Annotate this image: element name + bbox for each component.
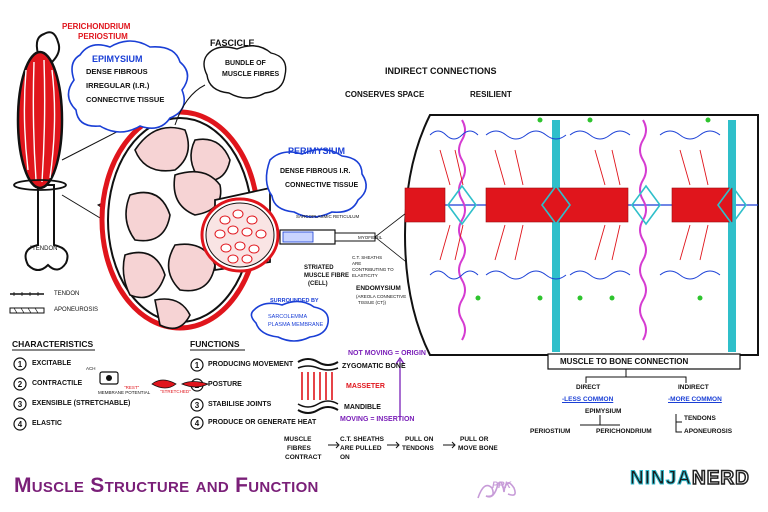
svg-text:1: 1 (195, 361, 200, 370)
function-2: POSTURE (208, 381, 242, 388)
signature: PRK (492, 480, 512, 490)
flow-step-1-a: MUSCLE (284, 436, 312, 443)
fascicle-desc-1: BUNDLE OF (225, 60, 266, 67)
direct-periostium: PERIOSTIUM (530, 428, 571, 435)
fascicle-cloud (203, 45, 287, 99)
characteristic-1: EXCITABLE (32, 360, 72, 367)
flow-step-4-a: PULL OR (460, 436, 489, 443)
direct-less-common: -LESS COMMON (562, 396, 614, 403)
label-sarcoplasmic-reticulum: SARCOPLASMIC RETICULUM (296, 214, 360, 219)
direct-perichondrium: PERICHONDRIUM (596, 428, 652, 435)
label-stretched: "STRETCHED" (160, 389, 191, 394)
label-striated-1: STRIATED (304, 265, 334, 271)
label-perichondrium: PERICHONDRIUM (62, 22, 131, 31)
svg-text:2: 2 (18, 380, 23, 389)
label-ct-sheaths-3: CONTRIBUTING TO (352, 267, 394, 272)
flow-step-4-b: MOVE BONE (458, 445, 498, 452)
label-zygomatic-bone: ZYGOMATIC BONE (342, 363, 406, 370)
legend-aponeurosis-label: APONEUROSIS (54, 307, 99, 313)
svg-text:4: 4 (18, 420, 23, 429)
indirect-more-common: -MORE COMMON (668, 396, 722, 403)
masseter-diagram (297, 356, 405, 420)
functions-title: FUNCTIONS (190, 339, 240, 349)
label-rest: "REST" (124, 385, 140, 390)
fascicle-desc-2: MUSCLE FIBRES (222, 71, 280, 78)
perimysium-desc-1: DENSE FIBROUS I.R. (280, 168, 351, 175)
bone-connection-panel (547, 353, 741, 433)
flow-step-2-b: ARE PULLED (340, 445, 382, 452)
epimysium-title: EPIMYSIUM (92, 54, 143, 64)
label-mandible: MANDIBLE (344, 404, 381, 411)
label-surrounded-by: SURROUNDED BY (270, 298, 319, 304)
perimysium-title: PERIMYSIUM (288, 146, 346, 156)
label-tendon-quote: "TENDON" (30, 246, 60, 252)
label-resilient: RESILIENT (470, 90, 512, 99)
direct-via-epimysium: EPIMYSIUM (585, 408, 622, 415)
svg-text:4: 4 (195, 419, 200, 428)
endomysium-title: ENDOMYSIUM (356, 285, 401, 292)
label-not-moving-origin: NOT MOVING = ORIGIN (348, 350, 426, 357)
label-ct-sheaths-4: ELASTICITY (352, 273, 378, 278)
characteristics-title: CHARACTERISTICS (12, 339, 94, 349)
flow-step-3-b: TENDONS (402, 445, 434, 452)
label-striated-3: (CELL) (308, 281, 328, 287)
label-clouds (67, 40, 367, 342)
fascicle-illustration (200, 186, 411, 273)
label-periostium: PERIOSTIUM (78, 32, 128, 41)
indirect-connections-title: INDIRECT CONNECTIONS (385, 66, 497, 76)
label-masseter: MASSETER (346, 383, 385, 390)
svg-text:3: 3 (195, 401, 200, 410)
characteristic-4: ELASTIC (32, 420, 62, 427)
perimysium-desc-2: CONNECTIVE TISSUE (285, 182, 359, 189)
label-ach: ACH (86, 366, 96, 371)
flow-arrows (328, 441, 456, 449)
indirect-label: INDIRECT (678, 384, 709, 391)
svg-text:3: 3 (18, 400, 23, 409)
flow-step-1-b: FIBRES (287, 445, 311, 452)
legend-lines (9, 292, 245, 351)
svg-text:1: 1 (18, 360, 23, 369)
function-3: STABILISE JOINTS (208, 401, 272, 408)
epimysium-desc-2: IRREGULAR (I.R.) (86, 81, 150, 90)
label-moving-insertion: MOVING = INSERTION (340, 416, 415, 423)
endomysium-desc-1: (AREOLA CONNECTIVE (356, 294, 407, 299)
bone-connection-title: MUSCLE TO BONE CONNECTION (560, 357, 689, 366)
characteristic-2: CONTRACTILE (32, 380, 83, 387)
label-myofibril: MYOFIBRIL (358, 235, 383, 240)
brand-logo-part1: NINJA (629, 468, 693, 490)
characteristic-3: EXENSIBLE (STRETCHABLE) (32, 400, 131, 407)
label-sarcolemma-1: SARCOLEMMA (268, 314, 308, 320)
label-striated-2: MUSCLE FIBRE (304, 273, 349, 279)
flow-step-2-a: C.T. SHEATHS (340, 436, 384, 443)
flow-step-3-a: PULL ON (405, 436, 434, 443)
indirect-tendons: TENDONS (684, 415, 716, 422)
function-1: PRODUCING MOVEMENT (208, 361, 294, 368)
brand-logo-part2: NERD (691, 467, 750, 490)
indirect-aponeurosis: APONEUROSIS (684, 428, 733, 435)
signature-mark (477, 481, 516, 499)
flow-step-1-c: CONTRACT (285, 454, 322, 461)
fascicle-title: FASCICLE (210, 38, 255, 48)
label-ct-sheaths-2: ARE (352, 261, 362, 266)
characteristics-icons (99, 371, 210, 389)
legend-tendon-label: TENDON (54, 291, 80, 297)
label-membrane-potential: MEMBRANE POTENTIAL (98, 390, 151, 395)
sarcomere-panel (403, 114, 759, 356)
flow-step-2-c: ON (340, 454, 350, 461)
muscle-cross-section (99, 109, 261, 331)
epimysium-desc-3: CONNECTIVE TISSUE (86, 95, 165, 104)
function-4: PRODUCE OR GENERATE HEAT (208, 419, 317, 426)
endomysium-desc-2: TISSUE (CT)) (358, 300, 386, 305)
page-title: Muscle Structure and Function (14, 474, 319, 497)
direct-label: DIRECT (576, 384, 601, 391)
epimysium-desc-1: DENSE FIBROUS (86, 67, 148, 76)
label-sarcolemma-2: PLASMA MEMBRANE (268, 322, 324, 328)
brand-logo: NINJANERD (629, 467, 750, 490)
label-ct-sheaths-1: C.T. SHEATHS (352, 255, 383, 260)
label-conserves-space: CONSERVES SPACE (345, 90, 425, 99)
